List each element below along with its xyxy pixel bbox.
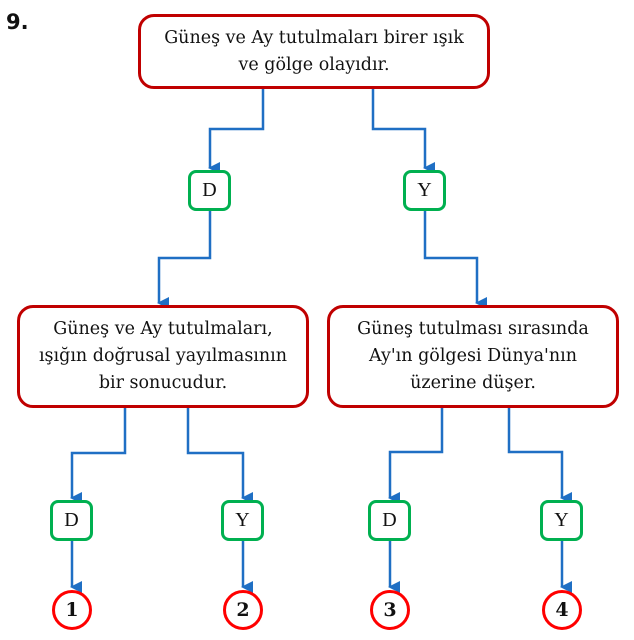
statement-right-line: üzerine düşer. (410, 373, 536, 393)
arrow-top-to-d (208, 88, 265, 174)
arrow-left-to-d (70, 407, 127, 504)
question-number: 9. (6, 10, 29, 34)
statement-right-line: Güneş tutulması sırasında (357, 319, 589, 339)
arrow-left-to-y (186, 407, 253, 504)
statement-right: Güneş tutulması sırasında Ay'ın gölgesi … (327, 305, 619, 408)
statement-right-line: Ay'ın gölgesi Dünya'nın (369, 346, 577, 366)
statement-left-line: ışığın doğrusal yayılmasının (38, 346, 288, 366)
statement-left-line: Güneş ve Ay tutulmaları, (53, 319, 273, 339)
answer-box-y[interactable]: Y (403, 170, 446, 211)
outcome-circle-4: 4 (542, 590, 582, 630)
arrow-right-to-d (388, 407, 444, 504)
arrow-y-to-right-statement (423, 211, 487, 309)
outcome-circle-3: 3 (370, 590, 410, 630)
answer-box-d[interactable]: D (188, 170, 231, 211)
outcome-circle-1: 1 (52, 590, 92, 630)
answer-box-y-right[interactable]: Y (540, 500, 583, 541)
outcome-circle-2: 2 (223, 590, 263, 630)
arrow-d-to-left-statement (157, 211, 212, 309)
statement-top: Güneş ve Ay tutulmaları birer ışık ve gö… (138, 14, 490, 89)
answer-box-d-right[interactable]: D (368, 500, 411, 541)
arrow-right-to-y (507, 407, 572, 504)
arrow-top-to-y (371, 88, 435, 174)
statement-top-line: Güneş ve Ay tutulmaları birer ışık (164, 27, 464, 48)
answer-box-d-left[interactable]: D (50, 500, 93, 541)
statement-top-line: ve gölge olayıdır. (238, 54, 390, 75)
statement-left-line: bir sonucudur. (98, 373, 228, 393)
statement-left: Güneş ve Ay tutulmaları, ışığın doğrusal… (17, 305, 309, 408)
answer-box-y-left[interactable]: Y (221, 500, 264, 541)
